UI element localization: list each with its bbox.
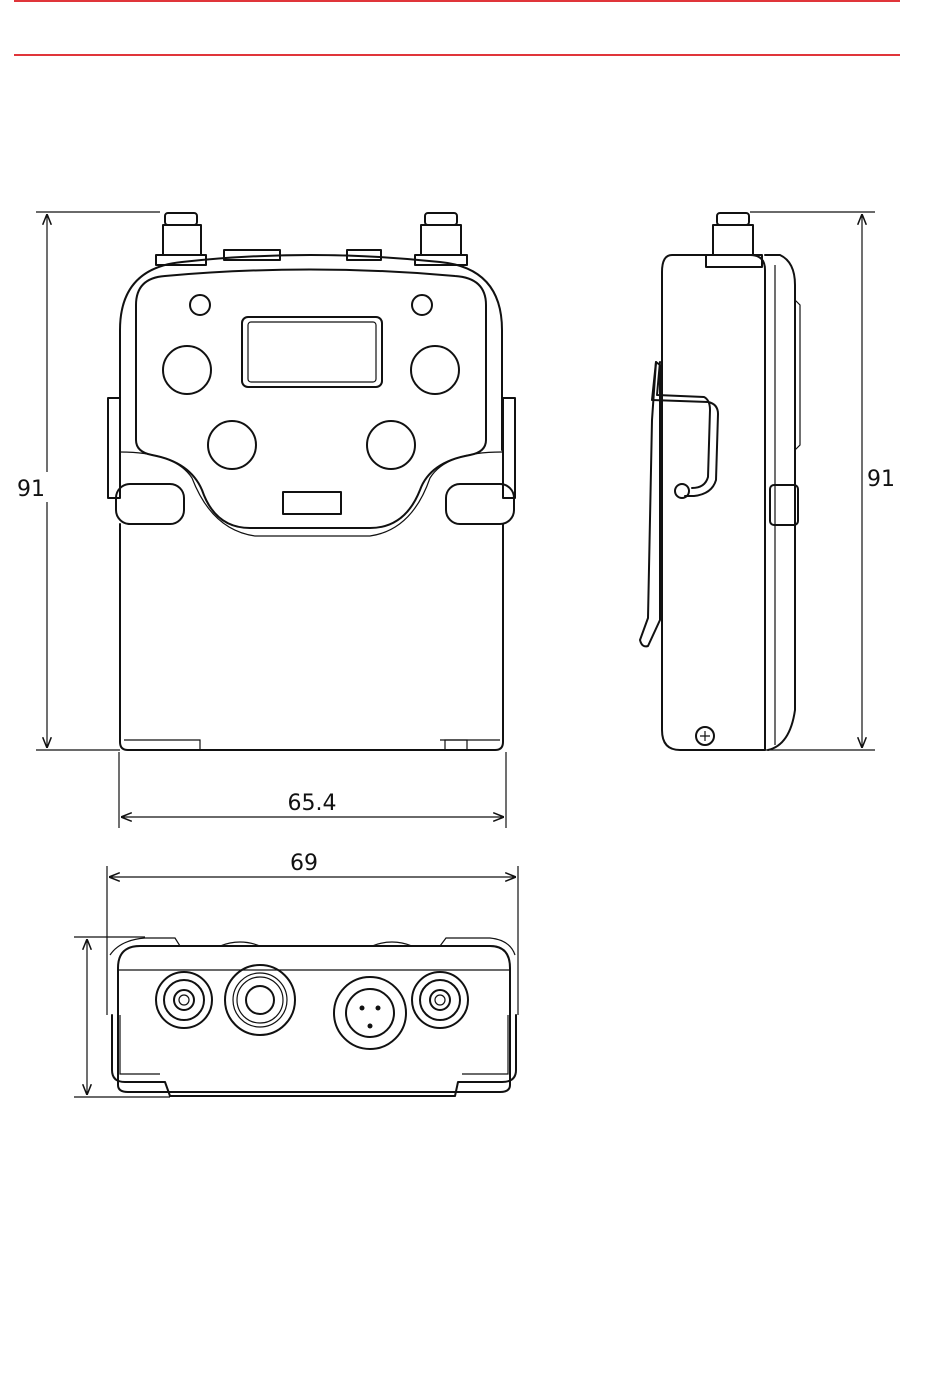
button-right-top-icon <box>411 346 459 394</box>
led-right-icon <box>412 295 432 315</box>
antenna-right-icon <box>415 213 467 265</box>
side-height-label: 91 <box>867 467 895 492</box>
button-left-top-icon <box>163 346 211 394</box>
dimension-bottom-width: 69 <box>107 851 518 1015</box>
front-width-label: 65.4 <box>288 791 337 816</box>
connector-bnc-left-icon <box>156 972 212 1028</box>
button-right-bottom-icon <box>367 421 415 469</box>
dimension-front-width: 65.4 <box>119 752 506 828</box>
front-view <box>108 213 515 750</box>
badge-slot <box>283 492 341 514</box>
connector-bnc-right-icon <box>412 972 468 1028</box>
button-left-bottom-icon <box>208 421 256 469</box>
front-height-label: 91 <box>17 477 45 502</box>
dimension-side-height: 91 <box>750 212 895 750</box>
display-screen <box>242 317 382 387</box>
antenna-left-icon <box>156 213 206 265</box>
led-left-icon <box>190 295 210 315</box>
bottom-view <box>110 938 516 1096</box>
dimension-bottom-depth <box>74 937 170 1097</box>
connector-jack-icon <box>225 965 295 1035</box>
antenna-side-icon <box>706 213 762 267</box>
side-view <box>640 213 800 750</box>
bottom-width-label: 69 <box>290 851 318 876</box>
connector-xlr-icon <box>334 977 406 1049</box>
